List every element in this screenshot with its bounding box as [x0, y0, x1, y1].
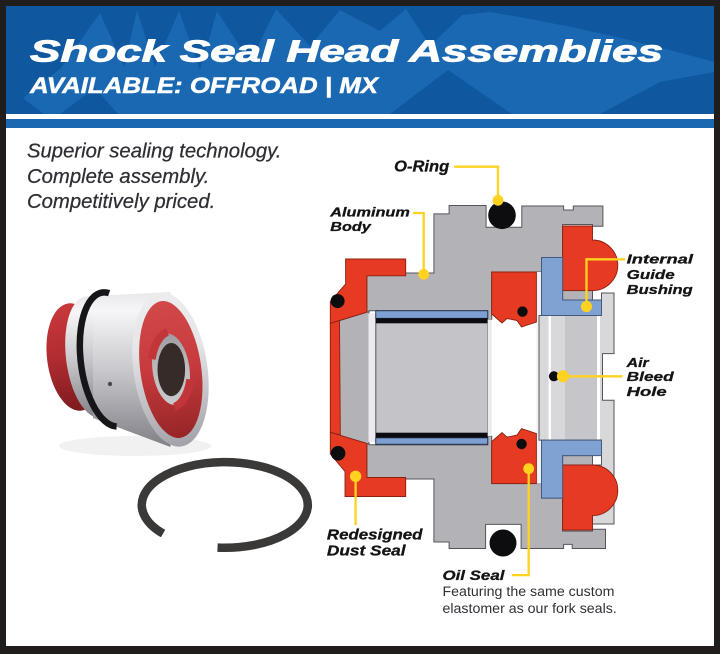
svg-text:Complete assembly.: Complete assembly. — [27, 166, 209, 188]
svg-text:Featuring the same custom: Featuring the same custom — [443, 584, 615, 600]
svg-text:Bushing: Bushing — [627, 282, 693, 297]
svg-text:Competitively priced.: Competitively priced. — [27, 191, 215, 213]
svg-text:Bleed: Bleed — [627, 369, 675, 384]
svg-text:Superior sealing technology.: Superior sealing technology. — [27, 141, 281, 163]
svg-text:Guide: Guide — [627, 267, 675, 282]
svg-text:Internal: Internal — [627, 252, 694, 267]
svg-text:O-Ring: O-Ring — [394, 158, 450, 175]
svg-text:Oil Seal: Oil Seal — [443, 568, 506, 583]
svg-text:elastomer as our fork seals.: elastomer as our fork seals. — [443, 601, 617, 617]
svg-text:Air: Air — [625, 355, 649, 370]
svg-text:Shock Seal Head Assemblies: Shock Seal Head Assemblies — [30, 34, 663, 69]
svg-text:Aluminum: Aluminum — [329, 204, 410, 219]
svg-text:Dust Seal: Dust Seal — [327, 544, 407, 560]
svg-text:AVAILABLE: OFFROAD | MX: AVAILABLE: OFFROAD | MX — [29, 73, 380, 98]
svg-text:Hole: Hole — [627, 384, 667, 399]
svg-text:Body: Body — [330, 219, 371, 234]
svg-text:Redesigned: Redesigned — [327, 528, 423, 544]
